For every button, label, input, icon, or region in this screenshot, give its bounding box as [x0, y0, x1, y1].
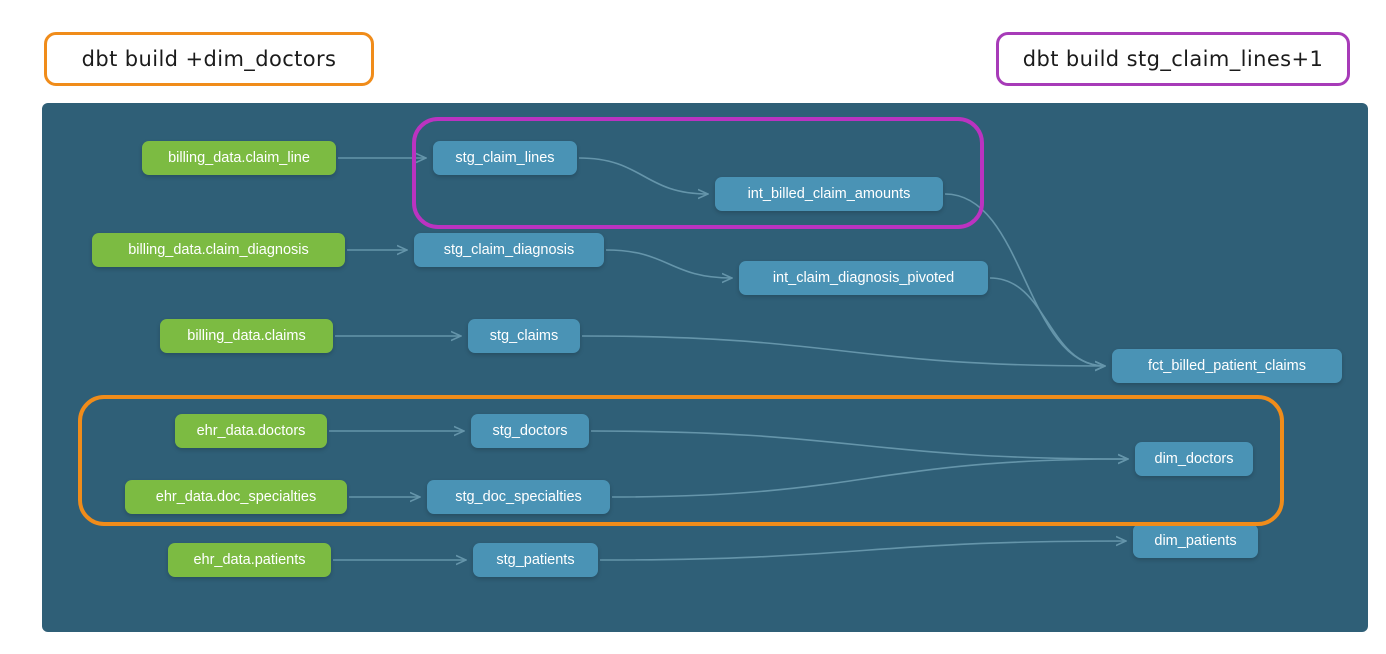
dag-node-label: ehr_data.patients [193, 552, 306, 568]
dag-node-label: stg_doctors [492, 423, 568, 439]
dbt-command-label-orange: dbt build +dim_doctors [44, 32, 374, 86]
dag-node-stg-doc-specialties[interactable]: stg_doc_specialties [427, 480, 610, 514]
dag-edge-stg-patients-to-dim-patients [599, 541, 1126, 561]
dag-node-int-billed-claim-amounts[interactable]: int_billed_claim_amounts [715, 177, 943, 211]
dbt-command-label-purple: dbt build stg_claim_lines+1 [996, 32, 1350, 86]
dag-node-billing-data-claim-line[interactable]: billing_data.claim_line [142, 141, 336, 175]
dag-node-label: dim_doctors [1154, 451, 1234, 467]
dag-node-stg-claim-lines[interactable]: stg_claim_lines [433, 141, 577, 175]
dag-edge-stg-claim-lines-to-int-billed-claim-amounts [578, 157, 708, 194]
dag-node-label: billing_data.claim_line [168, 150, 310, 166]
dag-node-billing-data-claims[interactable]: billing_data.claims [160, 319, 333, 353]
dag-node-ehr-data-doc-specialties[interactable]: ehr_data.doc_specialties [125, 480, 347, 514]
dag-edge-stg-claims-to-fct-billed-patient-claims [581, 335, 1105, 366]
dag-edge-stg-doctors-to-dim-doctors [590, 430, 1128, 459]
dag-node-label: ehr_data.doctors [196, 423, 306, 439]
dag-node-label: stg_claim_diagnosis [443, 242, 575, 258]
dag-node-label: billing_data.claims [187, 328, 306, 344]
dag-node-billing-data-claim-diagnosis[interactable]: billing_data.claim_diagnosis [92, 233, 345, 267]
dag-node-label: billing_data.claim_diagnosis [128, 242, 309, 258]
dag-node-label: stg_claim_lines [455, 150, 555, 166]
dag-node-stg-claims[interactable]: stg_claims [468, 319, 580, 353]
dag-edge-stg-doc-specialties-to-dim-doctors [611, 459, 1128, 498]
dag-node-label: int_billed_claim_amounts [747, 186, 911, 202]
dag-node-ehr-data-doctors[interactable]: ehr_data.doctors [175, 414, 327, 448]
dag-node-stg-patients[interactable]: stg_patients [473, 543, 598, 577]
dag-edge-stg-claim-diagnosis-to-int-claim-diagnosis-pivoted [605, 249, 732, 278]
dag-node-dim-doctors[interactable]: dim_doctors [1135, 442, 1253, 476]
dag-node-dim-patients[interactable]: dim_patients [1133, 524, 1258, 558]
dag-edge-int-claim-diagnosis-pivoted-to-fct-billed-patient-claims [989, 277, 1105, 366]
dag-node-label: fct_billed_patient_claims [1148, 358, 1306, 374]
dag-node-ehr-data-patients[interactable]: ehr_data.patients [168, 543, 331, 577]
dag-node-fct-billed-patient-claims[interactable]: fct_billed_patient_claims [1112, 349, 1342, 383]
dag-node-label: stg_doc_specialties [455, 489, 582, 505]
dag-node-label: stg_patients [496, 552, 575, 568]
dag-node-stg-doctors[interactable]: stg_doctors [471, 414, 589, 448]
dag-node-label: stg_claims [489, 328, 559, 344]
dbt-command-text-orange: dbt build +dim_doctors [81, 47, 337, 71]
dag-node-stg-claim-diagnosis[interactable]: stg_claim_diagnosis [414, 233, 604, 267]
dag-node-label: ehr_data.doc_specialties [155, 489, 317, 505]
dag-node-label: dim_patients [1154, 533, 1237, 549]
dag-node-int-claim-diagnosis-pivoted[interactable]: int_claim_diagnosis_pivoted [739, 261, 988, 295]
dag-node-label: int_claim_diagnosis_pivoted [772, 270, 955, 286]
dbt-command-text-purple: dbt build stg_claim_lines+1 [1022, 47, 1324, 71]
